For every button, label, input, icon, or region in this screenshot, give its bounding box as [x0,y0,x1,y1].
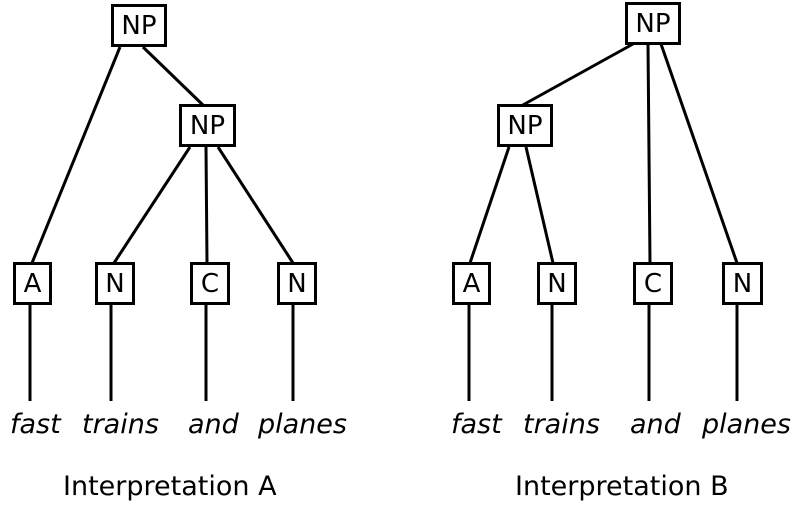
tree-b-word-planes: planes [702,409,791,440]
edge-a-root-to-inner [141,45,207,109]
tree-b-leaf-n1: N [537,262,577,305]
edge-b-root-to-c [646,43,652,264]
tree-b-leaf-c: C [633,262,673,305]
tree-b-root-node: NP [625,2,681,45]
edge-b-inner-to-a [468,146,511,264]
tree-a-leaf-n1: N [95,262,135,305]
tree-a-root-node: NP [111,4,167,47]
edge-b-root-to-inner [520,42,634,108]
edge-a-inner-to-n2 [216,146,295,264]
tree-b-word-fast: fast [451,409,502,440]
edge-b-inner-to-n1 [524,146,555,264]
edge-a-inner-to-c [204,146,209,264]
tree-b-word-and: and [630,409,681,440]
edge-a-inner-to-n1 [112,146,192,264]
tree-a-word-fast: fast [10,409,61,440]
tree-b-leaf-n2: N [722,262,763,305]
tree-a-word-planes: planes [258,409,347,440]
tree-a-leaf-a: A [13,262,52,305]
tree-a-leaf-n2: N [277,262,317,305]
edge-a-root-to-a [30,46,122,264]
tree-a-leaf-c: C [190,262,230,305]
edge-b-root-to-n2 [659,43,739,264]
tree-a-caption: Interpretation A [63,471,277,502]
tree-a-inner-node: NP [179,104,236,147]
tree-b-leaf-a: A [452,262,491,305]
tree-b-caption: Interpretation B [515,471,729,502]
tree-a-word-and: and [188,409,239,440]
tree-a-word-trains: trains [82,409,159,440]
tree-b-word-trains: trains [523,409,600,440]
tree-b-inner-node: NP [497,104,553,147]
